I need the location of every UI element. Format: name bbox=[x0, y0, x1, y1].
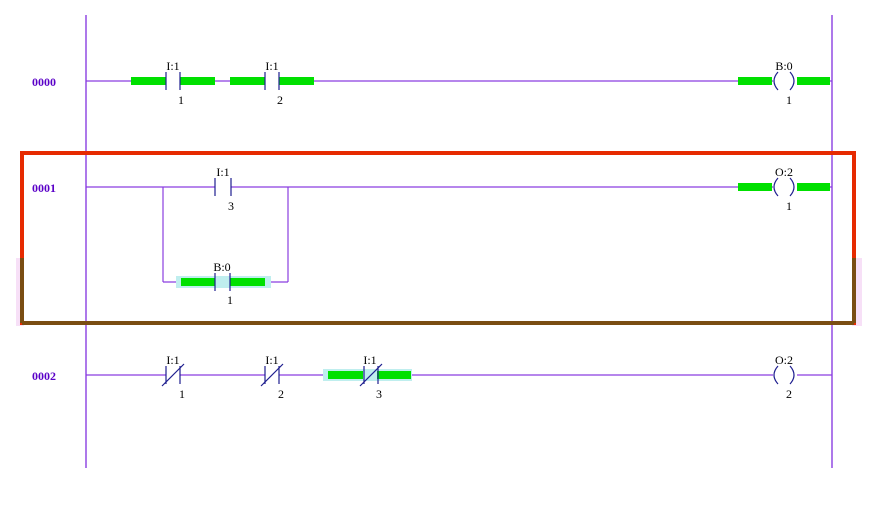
rung-number: 0001 bbox=[32, 181, 56, 195]
contact-bit: 1 bbox=[227, 293, 233, 307]
selection-glow-right bbox=[852, 258, 862, 326]
coil-ote-b0-1[interactable]: B:0 1 bbox=[773, 59, 795, 107]
contact-xic-b0-1[interactable]: B:0 1 bbox=[213, 260, 233, 307]
contact-bit: 2 bbox=[277, 93, 283, 107]
contact-xic-i1-3[interactable]: I:1 3 bbox=[214, 165, 234, 213]
contact-address: I:1 bbox=[166, 59, 179, 73]
contact-xic-i1-2[interactable]: I:1 2 bbox=[264, 59, 283, 107]
contact-bit: 2 bbox=[278, 387, 284, 401]
contact-bit: 3 bbox=[376, 387, 382, 401]
coil-bit: 2 bbox=[786, 387, 792, 401]
coil-ote-o2-2[interactable]: O:2 2 bbox=[773, 353, 795, 401]
rung-0000[interactable]: 0000 I:1 1 I:1 2 B:0 bbox=[32, 59, 832, 107]
rung-0002[interactable]: 0002 I:1 1 I:1 2 bbox=[32, 353, 832, 401]
contact-address: I:1 bbox=[166, 353, 179, 367]
coil-bit: 1 bbox=[786, 199, 792, 213]
contact-address: B:0 bbox=[213, 260, 230, 274]
contact-xic-i1-1[interactable]: I:1 1 bbox=[165, 59, 184, 107]
contact-bit: 3 bbox=[228, 199, 234, 213]
selected-rung-highlight bbox=[20, 151, 856, 325]
coil-address: B:0 bbox=[775, 59, 792, 73]
rung-number: 0002 bbox=[32, 369, 56, 383]
rung-0001[interactable]: 0001 I:1 3 B:0 1 bbox=[32, 165, 832, 307]
contact-xio-i1-3[interactable]: I:1 3 bbox=[359, 353, 383, 401]
coil-ote-o2-1[interactable]: O:2 1 bbox=[773, 165, 795, 213]
contact-xio-i1-1[interactable]: I:1 1 bbox=[161, 353, 185, 401]
coil-bit: 1 bbox=[786, 93, 792, 107]
rung-number: 0000 bbox=[32, 75, 56, 89]
contact-bit: 1 bbox=[178, 93, 184, 107]
coil-address: O:2 bbox=[775, 165, 793, 179]
contact-address: I:1 bbox=[265, 353, 278, 367]
contact-xio-i1-2[interactable]: I:1 2 bbox=[260, 353, 284, 401]
contact-bit: 1 bbox=[179, 387, 185, 401]
contact-address: I:1 bbox=[216, 165, 229, 179]
contact-address: I:1 bbox=[265, 59, 278, 73]
coil-address: O:2 bbox=[775, 353, 793, 367]
contact-address: I:1 bbox=[363, 353, 376, 367]
